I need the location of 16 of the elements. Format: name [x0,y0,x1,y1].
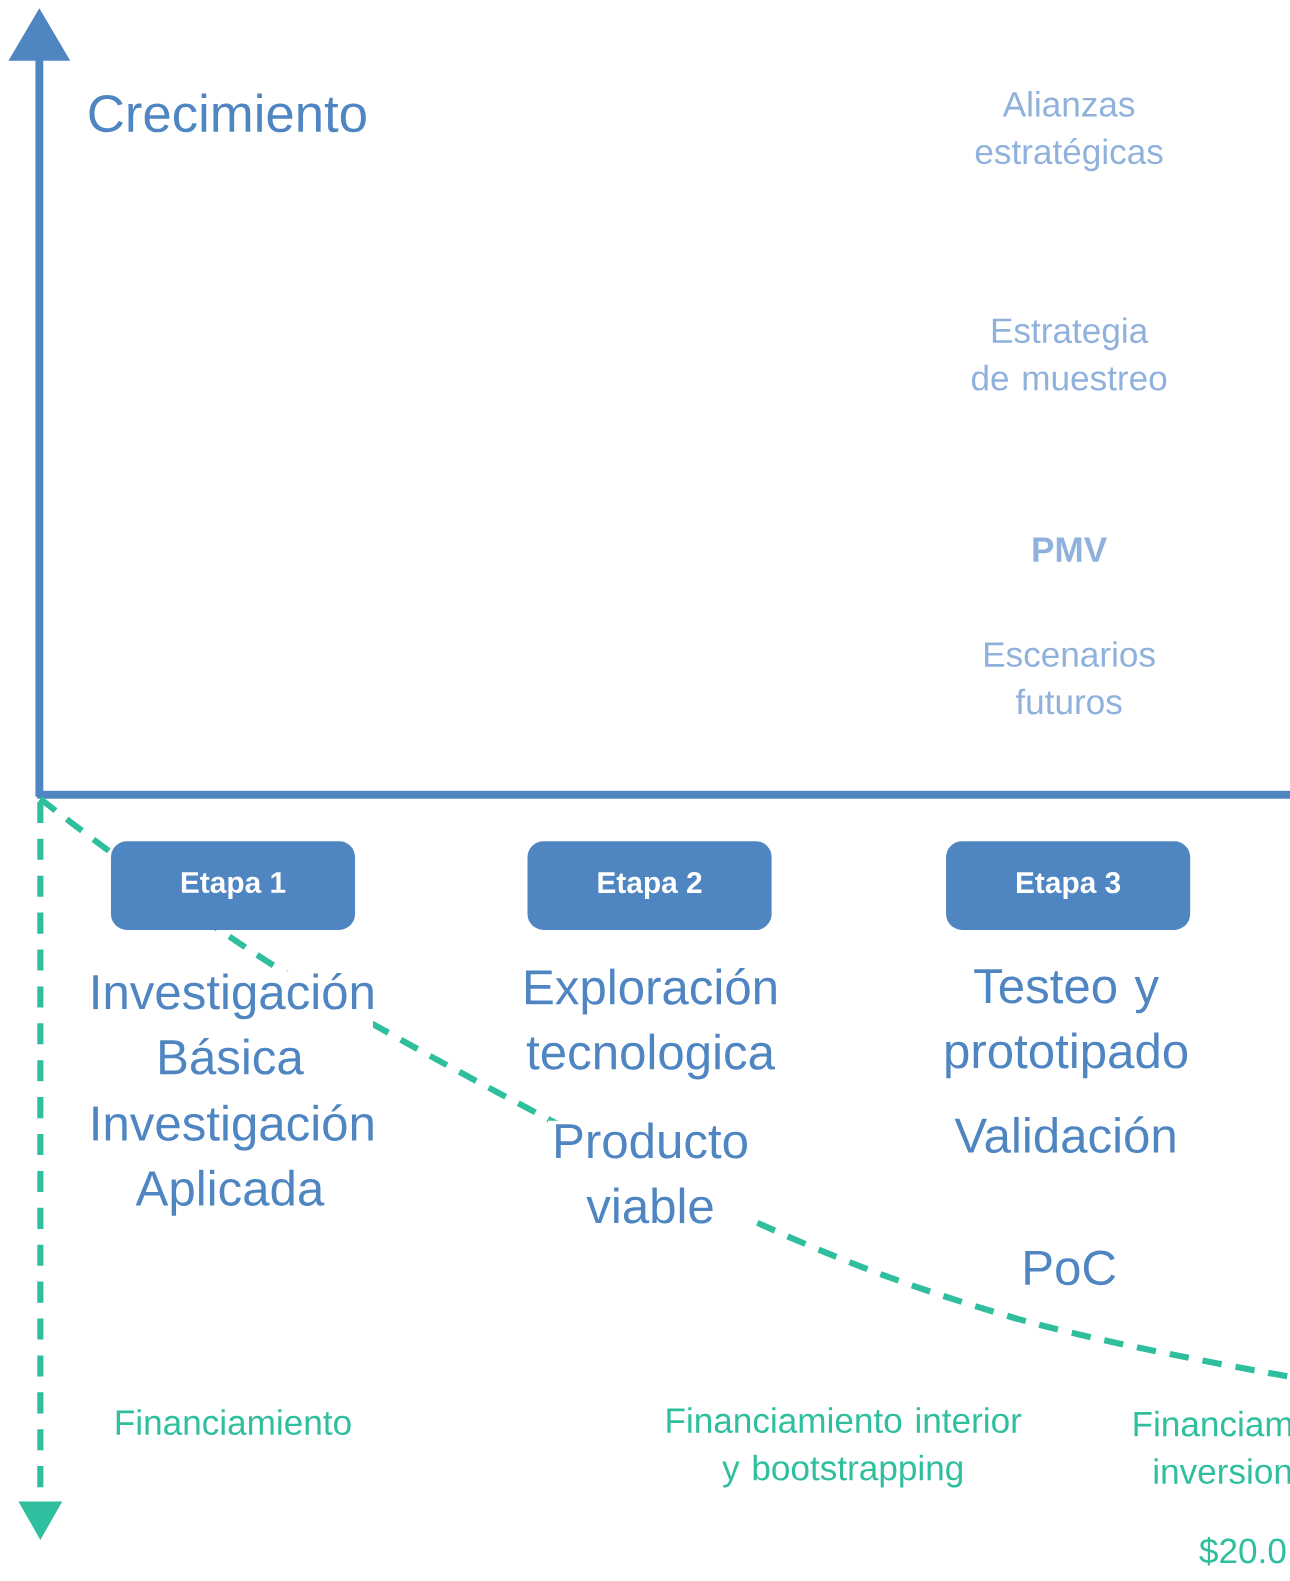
stage-description: Producto viable [547,1120,754,1226]
funding-label: Financiamiento interior y bootstrapping [667,1407,1022,1488]
stage-description: Investigación Aplicada [93,1104,373,1216]
stage-description: Validación [954,1116,1175,1154]
level-label: Escenarios futuros [985,641,1155,715]
axis-title: Crecimiento [89,93,366,133]
level-label: PMV [1033,537,1107,562]
level-label: Alianzas estratégicas [975,91,1163,172]
funding-label: Financiamiento [116,1409,351,1436]
level-label: Estrategia de muestreo [971,317,1167,391]
funding-label: $20.0 [1199,1537,1286,1566]
stage-box: Etapa 2 [527,841,772,930]
stage-description: Investigación Básica [87,971,373,1077]
stage-box: Etapa 1 [110,841,356,930]
stage-description: PoC [1025,1250,1116,1286]
stage-box: Etapa 3 [946,841,1191,930]
